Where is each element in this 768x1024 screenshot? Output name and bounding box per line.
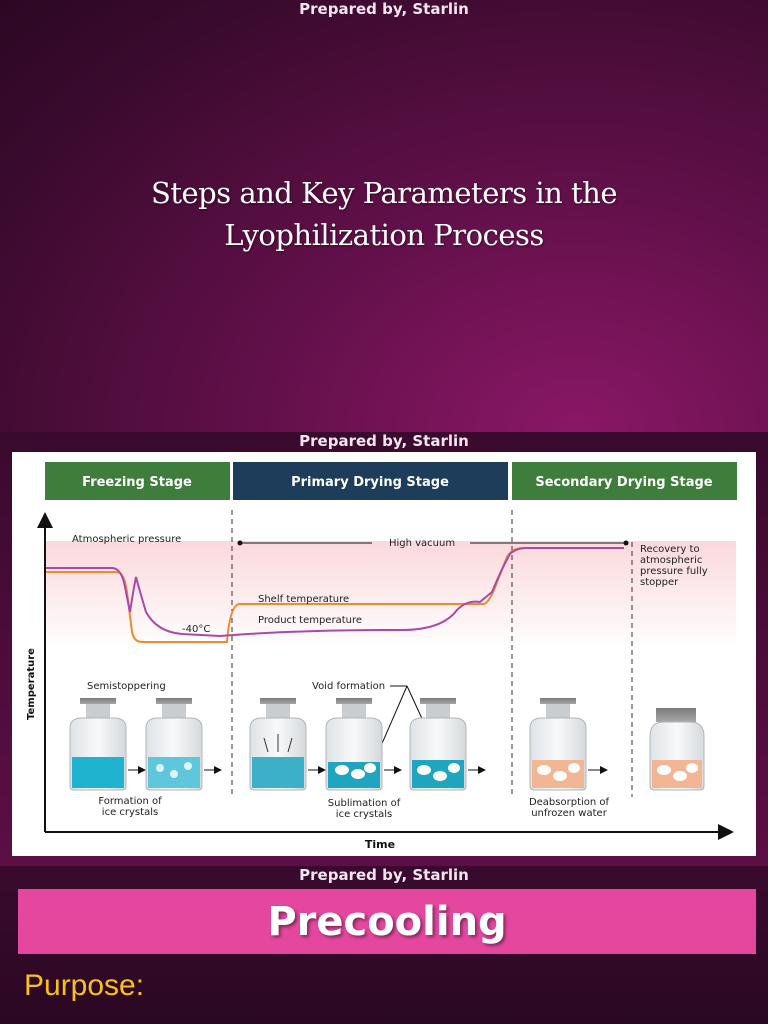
vial-1 [69, 698, 127, 791]
precooling-slide: Prepared by, Starlin Precooling Purpose: [0, 866, 768, 1024]
prepared-by-label: Prepared by, Starlin [299, 0, 469, 18]
recovery-label-2: atmospheric [640, 555, 702, 566]
stage-label-primary: Primary Drying Stage [291, 475, 449, 490]
vial-5 [409, 698, 467, 791]
slide-title-line-1: Steps and Key Parameters in the [150, 176, 618, 210]
stage-header-primary [233, 462, 508, 500]
lyophilization-diagram-svg: Freezing Stage Primary Drying Stage Seco… [26, 462, 737, 851]
stage-header-freezing [45, 462, 230, 500]
vial-2 [145, 698, 203, 791]
vial-6 [529, 698, 587, 791]
semistoppering-label: Semistoppering [87, 681, 166, 692]
y-axis-label: Temperature [26, 648, 37, 720]
slide-title: Steps and Key Parameters in the Lyophili… [0, 172, 768, 256]
deabsorption-label-2: unfrozen water [531, 808, 608, 819]
purpose-label: Purpose: [24, 969, 145, 1002]
stage-header-secondary [512, 462, 737, 500]
vial-3 [249, 698, 307, 791]
title-slide: Prepared by, Starlin Steps and Key Param… [0, 0, 768, 432]
precooling-title: Precooling [267, 898, 507, 945]
prepared-by-label: Prepared by, Starlin [299, 866, 469, 884]
recovery-label-4: stopper [640, 577, 679, 588]
product-temperature-label: Product temperature [258, 615, 362, 626]
formation-label-1: Formation of [98, 796, 162, 807]
formation-label-2: ice crystals [102, 807, 158, 818]
sublimation-label-2: ice crystals [336, 809, 392, 820]
sublimation-label-1: Sublimation of [328, 798, 401, 809]
shelf-temperature-curve [46, 547, 624, 643]
prepared-by-label: Prepared by, Starlin [299, 432, 469, 450]
deabsorption-label-1: Deabsorption of [529, 797, 610, 808]
high-vacuum-dot-right [623, 540, 629, 546]
recovery-label-1: Recovery to [640, 544, 700, 555]
high-vacuum-label: High vacuum [389, 538, 455, 549]
shelf-temperature-label: Shelf temperature [258, 594, 349, 605]
minus40-label: -40°C [182, 624, 210, 635]
diagram-slide: Prepared by, Starlin [0, 432, 768, 866]
recovery-label-3: pressure fully [640, 566, 708, 577]
atmospheric-pressure-label: Atmospheric pressure [72, 534, 181, 545]
pressure-band [46, 541, 736, 651]
x-axis-label: Time [365, 838, 395, 851]
vial-4 [325, 698, 383, 791]
vial-7 [649, 708, 705, 791]
high-vacuum-dot-left [237, 540, 243, 546]
stage-label-secondary: Secondary Drying Stage [535, 475, 712, 490]
lyophilization-diagram: Freezing Stage Primary Drying Stage Seco… [12, 452, 756, 856]
void-formation-label: Void formation [312, 681, 385, 692]
slide-title-line-2: Lyophilization Process [224, 218, 544, 252]
product-temperature-curve [46, 547, 624, 638]
stage-label-freezing: Freezing Stage [82, 475, 192, 490]
precooling-banner: Precooling [18, 889, 756, 954]
